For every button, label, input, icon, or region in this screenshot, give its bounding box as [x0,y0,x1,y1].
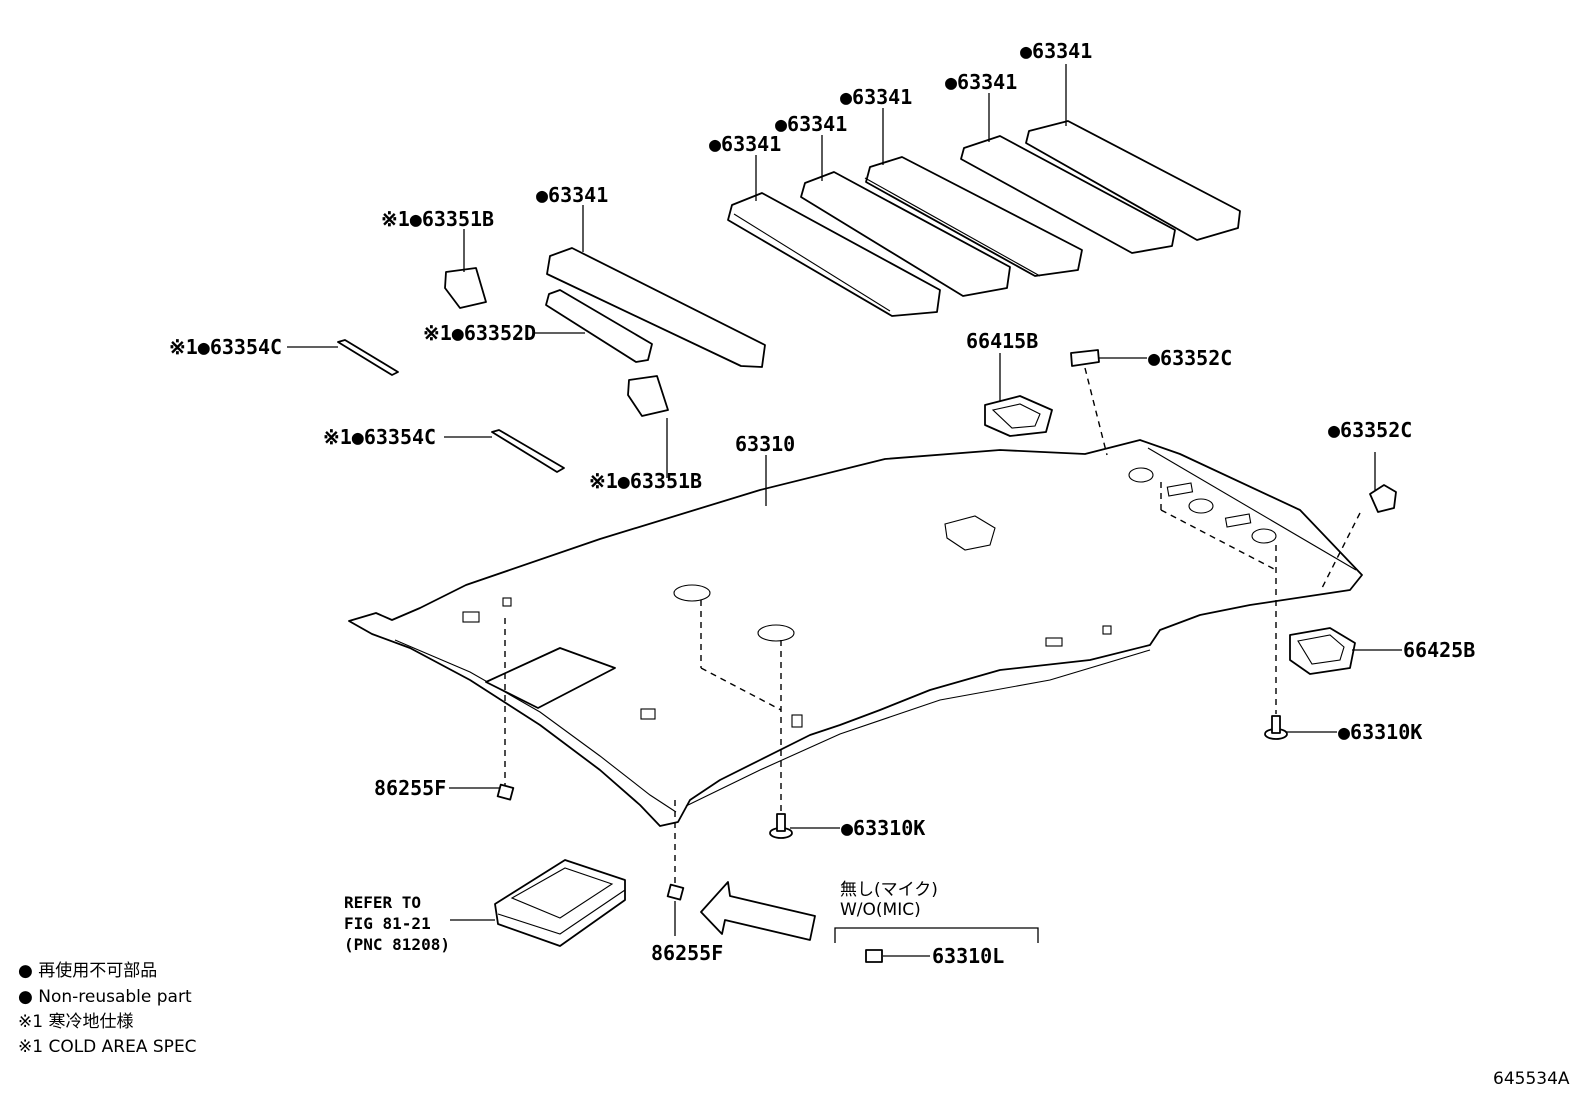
pad-63352c-right [1369,484,1397,513]
label-63351b: ※1●63351B [381,207,494,231]
pad-63341-1 [546,247,766,368]
label-63341: ●63341 [840,85,912,109]
slot [1045,637,1063,647]
assembly-dashed-lines [504,367,1361,885]
variant-label-en: W/O(MIC) [840,900,921,920]
clip-hole [1188,498,1214,514]
refer-line-1: REFER TO [344,893,421,912]
label-66425b: 66425B [1403,638,1475,662]
label-63352c: ●63352C [1148,346,1232,370]
clip-hole [1251,528,1277,544]
pad-63352c-upper [1070,349,1100,367]
legend: ● 再使用不可部品 ● Non-reusable part ※1 寒冷地仕様 ※… [18,960,197,1057]
pad-63341-6 [1025,120,1241,241]
direction-arrow [700,881,816,941]
label-86255f: 86255F [651,941,723,965]
slot [502,597,512,607]
clip-hole [673,584,711,602]
clip-63310l [865,949,883,963]
pad-63352d [545,289,653,363]
bracket-66425b [1289,627,1356,675]
headliner-inner-edge [394,639,677,813]
pad-edge-line [864,177,1041,277]
strip-63354c-lower [491,429,565,473]
pad-63341-5 [960,135,1176,254]
refer-line-2: FIG 81-21 [344,914,431,933]
refer-line-3: (PNC 81208) [344,935,450,954]
sunroof-panel [485,647,616,709]
bracket-66415b [984,395,1053,437]
clip-86255f-left [496,783,515,801]
headliner-63310 [348,439,1363,827]
label-86255f: 86255F [374,776,446,800]
label-63352d: ※1●63352D [423,321,536,345]
legend-nonreusable-en: ● Non-reusable part [18,987,192,1007]
pad-63341-4 [865,156,1083,277]
part-labels: ●63341 ●63341 ●63341 ●63341 ●63341 ●6334… [169,39,1475,968]
label-63354c: ※1●63354C [169,335,282,359]
slot [1102,625,1112,635]
label-63310l: 63310L [932,944,1004,968]
label-63310: 63310 [735,432,795,456]
label-66415b: 66415B [966,329,1038,353]
clip-63310k-center [769,813,793,839]
label-63341: ●63341 [945,70,1017,94]
pad-63341-2 [727,192,941,317]
headliner-inner-edge [685,649,1151,807]
leader-lines [287,64,1402,957]
clip-hole [757,624,795,642]
clip-hole [1128,467,1154,483]
map-lamp-assembly [494,859,626,947]
handle-recess [944,515,996,551]
label-63351b: ※1●63351B [589,469,702,493]
slot [1166,482,1194,497]
figure-id: 645534A [1493,1069,1570,1089]
pad-63351b-lower [627,375,669,417]
slot [791,714,803,728]
label-63352c: ●63352C [1328,418,1412,442]
label-63341: ●63341 [536,183,608,207]
label-63341: ●63341 [775,112,847,136]
pad-63351b-upper [444,267,487,309]
slot [640,708,656,720]
label-63354c: ※1●63354C [323,425,436,449]
label-63341: ●63341 [709,132,781,156]
slot [1224,513,1252,528]
variant-bracket [834,927,1039,943]
headliner-body [348,439,1363,827]
headliner-inner-edge [1147,447,1357,571]
pad-edge-line [733,213,891,312]
clip-63310k-right [1264,715,1288,740]
label-63341: ●63341 [1020,39,1092,63]
legend-cold-jp: ※1 寒冷地仕様 [18,1012,133,1032]
label-63310k: ●63310K [1338,720,1422,744]
label-63310k: ●63310K [841,816,925,840]
legend-nonreusable-jp: ● 再使用不可部品 [18,960,157,981]
legend-cold-en: ※1 COLD AREA SPEC [18,1037,197,1057]
slot [462,611,480,623]
roof-padding-strips [546,120,1241,368]
strip-63354c-upper [337,339,399,376]
variant-label-jp: 無し(マイク) [840,880,938,900]
clip-86255f-bottom [666,883,685,901]
pad-63341-3 [800,171,1011,297]
